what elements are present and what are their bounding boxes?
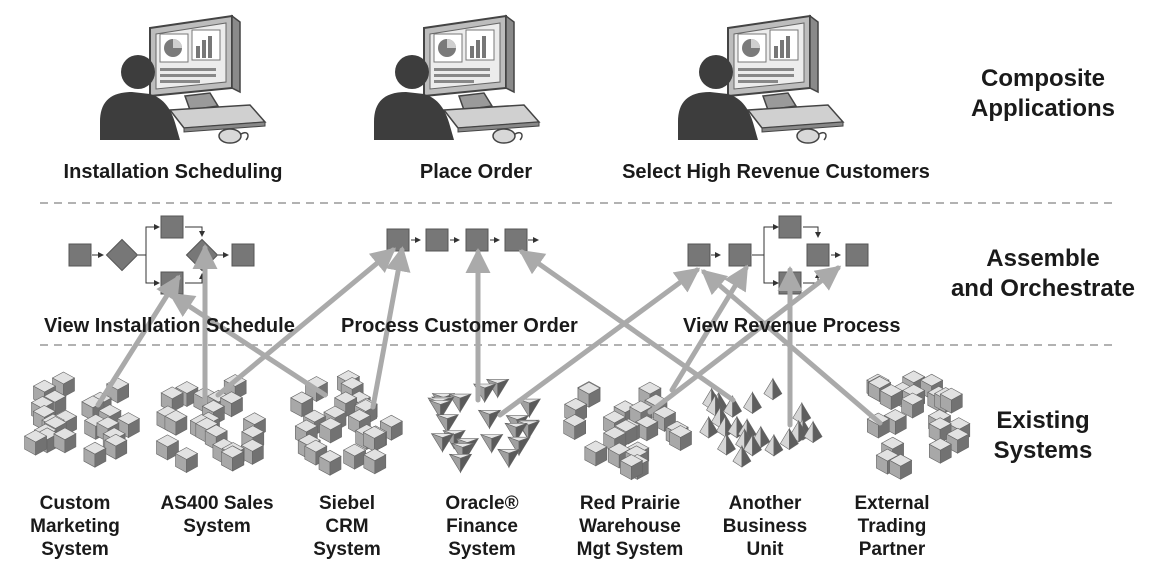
flow-task-node [231,243,255,267]
system-label-external-trading: External Trading Partner [855,492,930,561]
layer-title-assemble: Assemble and Orchestrate [930,244,1156,304]
process-label-installation: View Installation Schedule [44,315,295,337]
system-label-line: AS400 Sales [160,493,274,514]
system-label-custom-marketing: Custom Marketing System [30,492,120,561]
system-block [497,448,521,468]
system-label-line: Siebel [319,493,375,514]
layer-title-line: Existing [996,407,1090,434]
system-label-line: System [313,539,381,560]
system-label-line: Business [722,516,808,537]
integration-arrow [669,264,749,393]
system-label-line: Another [728,493,802,514]
as400-sales-system-icon [156,374,266,473]
system-label-line: Oracle® [445,493,519,514]
workstation-icon-place-order [373,15,540,144]
system-block [343,443,366,470]
layer-title-line: Assemble [986,245,1100,272]
process-label-revenue: View Revenue Process [683,315,901,337]
composite-app-select-high-revenue: Select High Revenue Customers [622,161,930,183]
system-label-line: Marketing [30,516,120,537]
system-block [803,421,823,443]
flow-task-node [425,228,449,252]
process-flow-installation [68,215,255,295]
system-block [763,378,783,401]
flow-task-node [160,215,184,239]
system-label-red-prairie: Red Prairie Warehouse Mgt System [577,492,684,561]
flow-task-node [504,228,528,252]
system-label-line: External [854,493,930,514]
oracle-finance-system-icon [427,379,541,473]
integration-arrow [647,265,842,415]
integration-arrow [518,249,736,403]
system-label-line: System [183,516,251,537]
workstation-icon-high-revenue [677,15,844,144]
system-block [435,414,459,434]
system-label-line: Trading [857,516,927,537]
system-block [156,434,179,461]
layer-title-existing: Existing Systems [930,406,1156,466]
integration-arrow [700,269,883,426]
system-label-line: Warehouse [579,516,681,537]
system-block [175,447,198,473]
system-block [363,448,387,475]
system-block [431,433,454,453]
integration-arrow [215,247,397,398]
system-block [478,409,501,429]
system-label-line: System [448,539,516,560]
flow-task-node [386,228,410,252]
system-label-line: Red Prairie [579,493,681,514]
integration-arrow [497,267,701,418]
layer-title-line: Systems [993,437,1093,464]
layer-title-line: Applications [970,95,1115,122]
flow-task-node [806,243,830,267]
custom-marketing-system-icon [24,371,140,468]
system-label-siebel-crm: Siebel CRM System [313,492,381,561]
system-label-another-business-unit: Another Business Unit [723,492,807,561]
integration-arrow [168,292,328,398]
workstation-icon-installation [99,15,266,144]
system-label-line: Custom [39,493,111,514]
composite-app-place-order: Place Order [419,161,533,183]
flow-gateway-node [185,238,219,272]
system-label-line: Mgt System [576,539,684,560]
flow-task-node [845,243,869,267]
flow-task-node [687,243,711,267]
system-label-as400-sales: AS400 Sales System [160,492,273,538]
system-label-oracle-finance: Oracle® Finance System [445,492,518,561]
system-block [743,392,762,414]
system-label-line: CRM [325,516,369,537]
flow-task-node [728,243,752,267]
process-flow-order [386,228,539,252]
integration-arrows [95,243,883,428]
system-block [717,433,736,456]
system-block [449,453,472,473]
flow-task-node [465,228,489,252]
system-label-line: System [41,539,109,560]
system-block [83,441,107,468]
composite-app-installation-scheduling: Installation Scheduling [63,161,283,183]
process-label-order: Process Customer Order [341,315,578,337]
integration-arrow [95,274,181,408]
layer-title-line: Composite [980,65,1105,92]
system-label-line: Unit [746,539,784,560]
integration-arrow [370,246,411,410]
layer-title-line: and Orchestrate [950,275,1136,302]
flow-task-node [778,215,802,239]
system-label-line: Finance [446,516,518,537]
flow-task-node [68,243,92,267]
system-label-line: Partner [858,539,926,560]
flow-gateway-node [105,238,139,272]
layer-title-composite: Composite Applications [930,64,1156,124]
